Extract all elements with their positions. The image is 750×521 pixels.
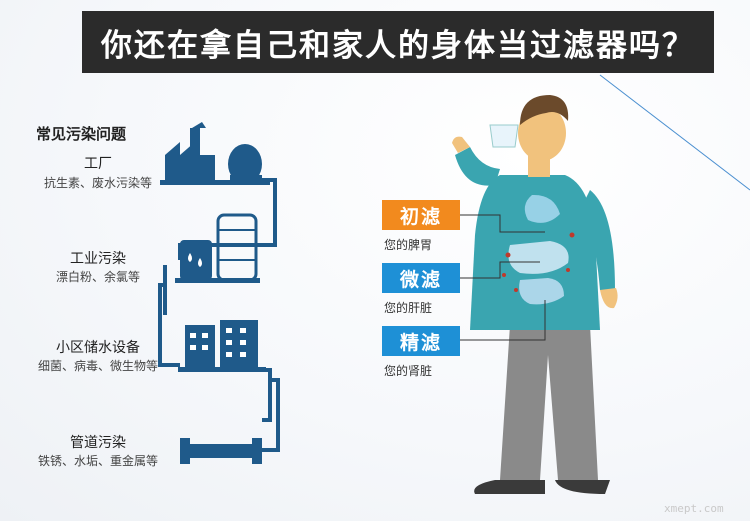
pipe-segment: [262, 378, 280, 452]
page-title: 你还在拿自己和家人的身体当过滤器吗？: [101, 27, 695, 64]
pipe-segment: [158, 283, 180, 367]
filter-tag-fine: 精滤: [382, 326, 460, 356]
stage-name-factory: 工厂: [84, 156, 112, 172]
factory-icon: [160, 122, 270, 185]
tanks-icon: [175, 213, 260, 283]
building-icon: [178, 320, 266, 372]
filter-tag-micro: 微滤: [382, 263, 460, 293]
sources-heading: 常见污染问题: [36, 125, 127, 143]
stage-desc-storage: 细菌、病毒、微生物等: [37, 359, 158, 373]
pipeline-diagram: [158, 122, 280, 464]
watermark: xmept.com: [664, 502, 724, 515]
organ-label-kidney: 您的肾脏: [384, 364, 433, 378]
stage-desc-factory: 抗生素、废水污染等: [43, 176, 152, 190]
stage-name-industrial: 工业污染: [70, 251, 126, 267]
pipe-icon: [180, 438, 262, 464]
stage-desc-pipeline: 铁锈、水垢、重金属等: [37, 454, 158, 468]
man-drinking-illustration: [452, 95, 618, 494]
stage-name-pipeline: 管道污染: [70, 435, 126, 451]
stage-desc-industrial: 漂白粉、余氯等: [55, 270, 140, 284]
title-banner: 你还在拿自己和家人的身体当过滤器吗？: [82, 11, 714, 73]
organ-label-liver: 您的肝脏: [384, 301, 433, 315]
filter-tag-primary: 初滤: [382, 200, 460, 230]
organ-label-stomach: 您的脾胃: [384, 238, 433, 252]
stage-name-storage: 小区储水设备: [56, 340, 140, 356]
